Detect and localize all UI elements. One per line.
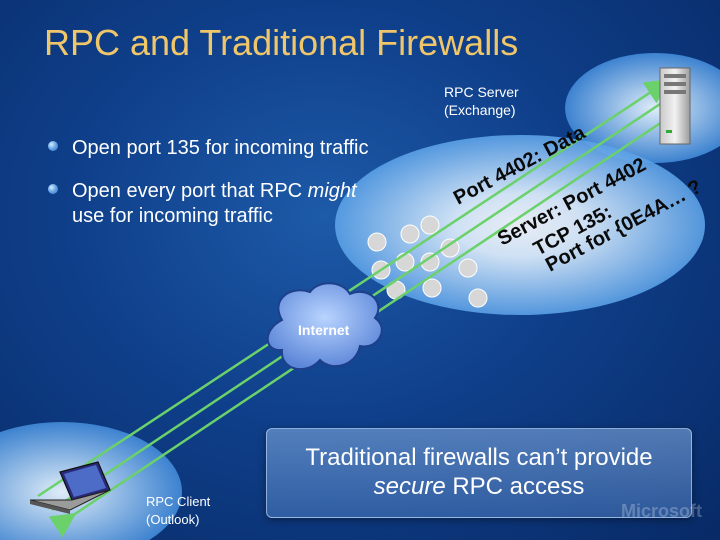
bullet-icon xyxy=(48,184,58,194)
client-label-line1: RPC Client xyxy=(146,494,211,509)
callout-box: Traditional firewalls can’t provide secu… xyxy=(266,428,692,518)
bullet-item: Open every port that RPC might use for i… xyxy=(48,179,378,229)
bullet-text-suffix: use for incoming traffic xyxy=(72,205,273,227)
client-label: RPC Client (Outlook) xyxy=(146,493,210,529)
callout-line2: secure RPC access xyxy=(267,472,691,501)
server-label: RPC Server (Exchange) xyxy=(444,83,519,119)
bullet-icon xyxy=(48,141,58,151)
bullet-text-prefix: Open every port that RPC xyxy=(72,180,308,202)
server-icon xyxy=(659,67,691,145)
internet-cloud-icon xyxy=(266,282,383,370)
client-label-line2: (Outlook) xyxy=(146,512,200,527)
callout-text: Traditional firewalls can’t provide secu… xyxy=(267,443,691,501)
callout-emphasis: secure xyxy=(373,473,446,500)
slide-title: RPC and Traditional Firewalls xyxy=(44,22,519,63)
server-label-line2: (Exchange) xyxy=(444,102,516,118)
bullet-item: Open port 135 for incoming traffic xyxy=(48,136,378,161)
callout-line2-suffix: RPC access xyxy=(445,473,585,500)
server-label-line1: RPC Server xyxy=(444,84,519,100)
laptop-icon xyxy=(29,461,111,514)
callout-line1: Traditional firewalls can’t provide xyxy=(305,444,653,471)
bullet-text-emphasis: might xyxy=(307,180,357,202)
bullet-text: Open port 135 for incoming traffic xyxy=(72,137,369,159)
bullet-text: Open every port that RPC might use for i… xyxy=(72,180,357,227)
brand-watermark: Microsoft xyxy=(621,501,702,521)
internet-label: Internet xyxy=(298,322,350,338)
bullet-list: Open port 135 for incoming traffic Open … xyxy=(48,136,378,247)
